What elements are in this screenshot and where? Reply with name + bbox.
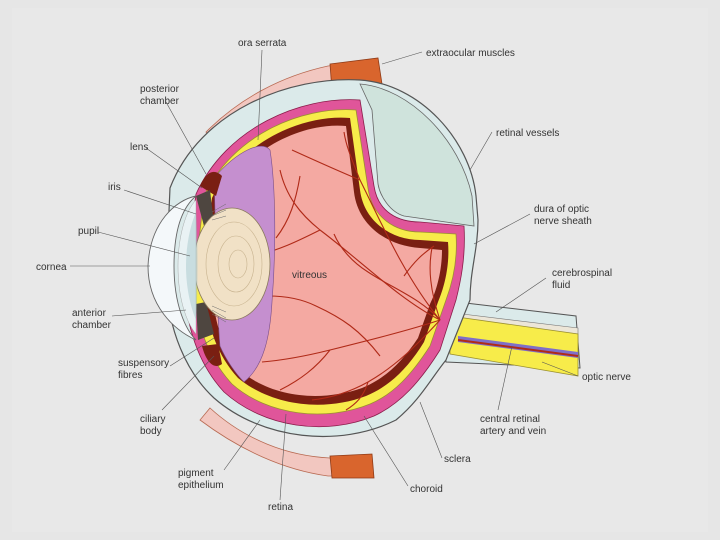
label-suspensory-line2: fibres (118, 370, 142, 381)
label-cornea: cornea (36, 262, 67, 273)
label-dura-line1: dura of optic (534, 204, 589, 215)
label-optic-nerve: optic nerve (582, 372, 631, 383)
suspensory-fibres (211, 203, 227, 323)
iris-lower (196, 302, 214, 340)
label-csf-line1: cerebrospinal (552, 268, 612, 279)
label-posterior-chamber-line1: posterior (140, 84, 180, 95)
label-pigment-line2: epithelium (178, 480, 224, 491)
label-central-line2: artery and vein (480, 426, 546, 437)
label-iris: iris (108, 182, 121, 193)
central-artery (457, 339, 579, 357)
label-ciliary-line2: body (140, 426, 162, 437)
label-vitreous: vitreous (292, 270, 327, 281)
lens (193, 207, 271, 321)
label-sclera: sclera (444, 454, 471, 465)
label-choroid: choroid (410, 484, 443, 495)
label-pigment-line1: pigment (178, 468, 214, 479)
ciliary-process-lower (202, 344, 222, 366)
retinal-vessels-network (251, 131, 441, 411)
detached-retina-space (359, 83, 475, 227)
label-lens: lens (130, 142, 148, 153)
label-central-line1: central retinal (480, 414, 540, 425)
label-anterior-chamber-line1: anterior (72, 308, 107, 319)
label-extraocular-muscles: extraocular muscles (426, 48, 515, 59)
label-retinal-vessels: retinal vessels (496, 128, 559, 139)
leader-lines (70, 49, 579, 501)
label-dura-line2: nerve sheath (534, 216, 592, 227)
cornea (147, 195, 197, 341)
label-ciliary-line1: ciliary (140, 414, 166, 425)
lens-layers (205, 221, 263, 307)
label-pupil: pupil (78, 226, 99, 237)
lower-extraocular-muscle (329, 453, 375, 479)
pupil-opening (186, 212, 198, 320)
label-posterior-chamber-line2: chamber (140, 96, 180, 107)
label-csf-line2: fluid (552, 280, 570, 291)
label-ora-serrata: ora serrata (238, 38, 287, 49)
ciliary-process-upper (200, 171, 222, 196)
label-anterior-chamber-line2: chamber (72, 320, 112, 331)
anterior-chamber (177, 199, 197, 335)
label-retina: retina (268, 502, 293, 513)
label-suspensory-line1: suspensory (118, 358, 169, 369)
iris-upper (196, 190, 214, 226)
